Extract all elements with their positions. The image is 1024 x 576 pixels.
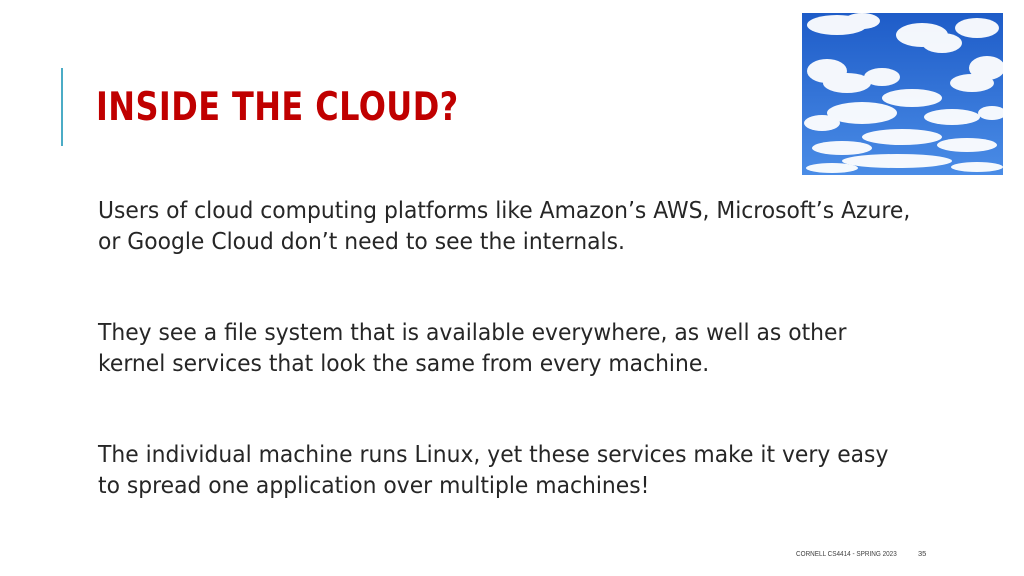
slide-title: INSIDE THE CLOUD? bbox=[96, 85, 459, 130]
page-number: 35 bbox=[918, 549, 927, 558]
cloud-sky-image bbox=[802, 13, 1003, 175]
title-accent-bar bbox=[61, 68, 63, 146]
body-paragraph-3: The individual machine runs Linux, yet t… bbox=[98, 440, 889, 499]
body-paragraph-1: Users of cloud computing platforms like … bbox=[98, 196, 911, 255]
footer-course-label: CORNELL CS4414 - SPRING 2023 bbox=[796, 549, 897, 558]
body-paragraph-2: They see a file system that is available… bbox=[98, 318, 847, 377]
